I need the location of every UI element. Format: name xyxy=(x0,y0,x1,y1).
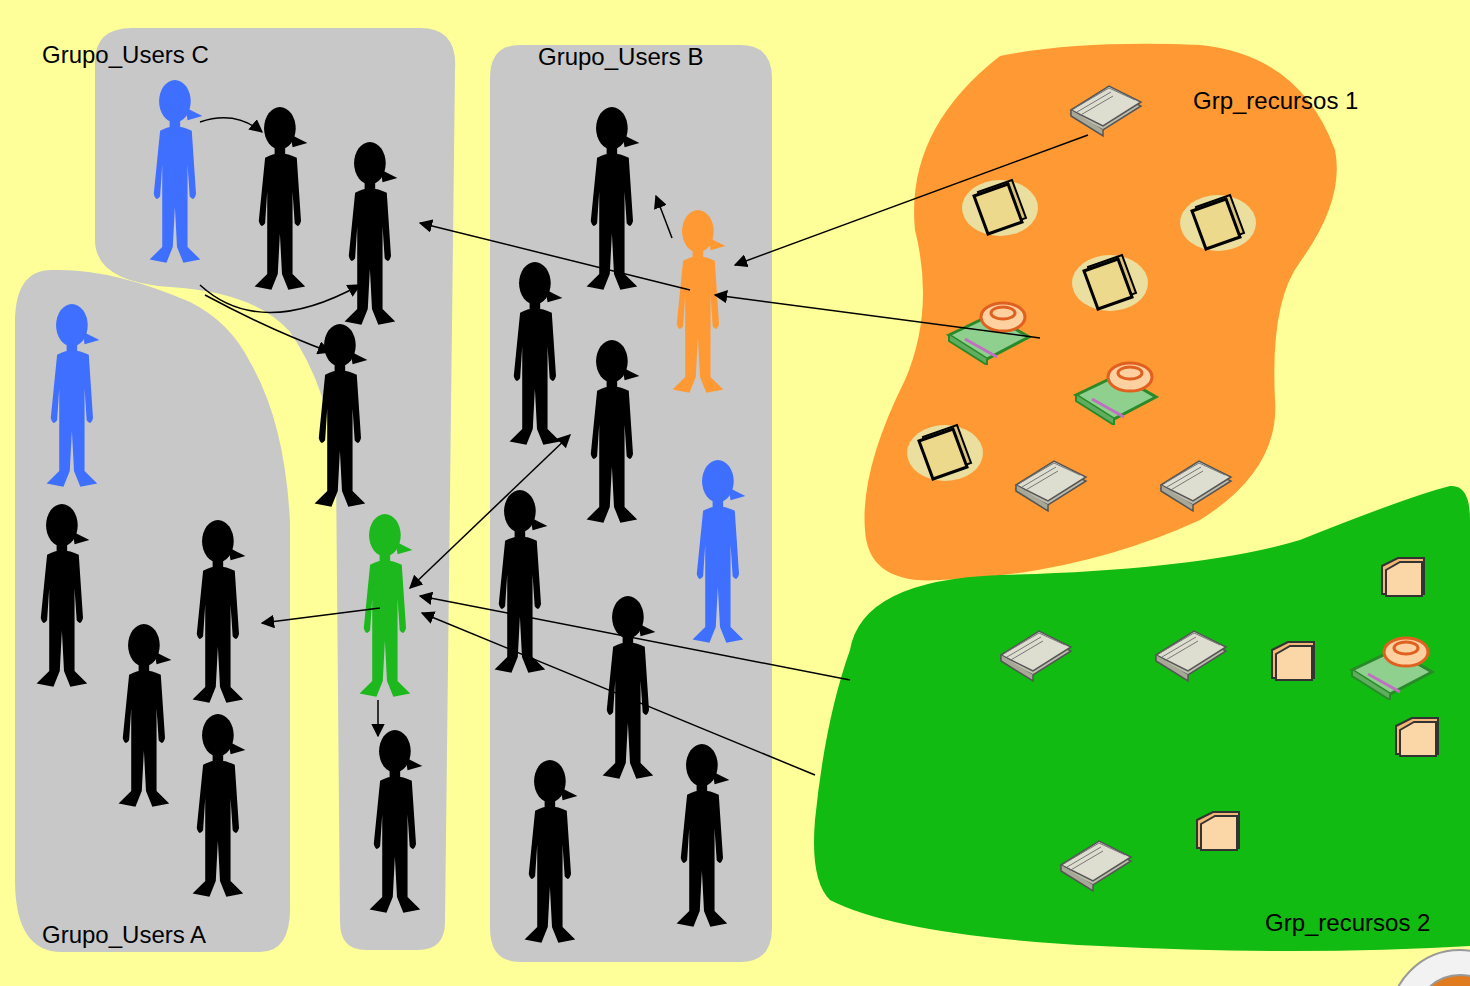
group-label: Grupo_Users A xyxy=(42,920,206,950)
access-arrow xyxy=(420,596,850,680)
group-label: Grp_recursos 1 xyxy=(1193,86,1358,116)
delegation-arrow xyxy=(377,700,379,736)
user-group: Grupo_Users B xyxy=(488,40,773,965)
seal-logo xyxy=(1390,950,1470,986)
group-shape xyxy=(490,45,772,962)
person-figure xyxy=(510,262,563,445)
group-outline xyxy=(10,268,305,958)
person-figure xyxy=(360,514,413,697)
person-figure xyxy=(345,142,398,325)
file-stack xyxy=(1161,461,1231,511)
folder-icon xyxy=(1272,642,1314,680)
user-group: Grupo_Users A xyxy=(10,268,305,958)
person-figure xyxy=(150,80,203,263)
delegation-arrow xyxy=(656,196,672,238)
delegation-arrow xyxy=(200,118,262,132)
delegation-arrow xyxy=(200,285,360,313)
access-arrow xyxy=(715,295,1040,338)
group-label: Grupo_Users B xyxy=(538,42,703,72)
access-arrow xyxy=(422,613,815,775)
person-figure xyxy=(37,504,90,687)
person-figure xyxy=(255,107,308,290)
access-arrow xyxy=(735,135,1088,265)
person-figure xyxy=(119,624,172,807)
group-outline xyxy=(812,482,1470,956)
delegation-arrow xyxy=(205,295,330,352)
file-stack xyxy=(1071,86,1141,136)
person-figure xyxy=(677,744,730,927)
person-figure xyxy=(603,596,656,779)
access-arrow xyxy=(420,223,690,290)
seal-logo xyxy=(1415,975,1470,986)
folder-icon xyxy=(1396,718,1438,756)
folder-icon xyxy=(907,425,983,481)
folder-icon xyxy=(1072,255,1148,311)
person-figure xyxy=(193,520,246,703)
file-stack xyxy=(1016,461,1086,511)
group-shape xyxy=(865,44,1337,581)
person-figure xyxy=(370,730,423,913)
group-label: Grupo_Users C xyxy=(42,40,209,70)
group-outline xyxy=(488,40,773,965)
file-stack xyxy=(1001,631,1071,681)
person-figure xyxy=(673,210,726,393)
file-stack xyxy=(1061,841,1131,891)
folder-icon xyxy=(962,180,1038,236)
database-book xyxy=(1352,638,1432,700)
file-stack xyxy=(1156,631,1226,681)
group-shape xyxy=(15,270,290,952)
person-figure xyxy=(693,460,746,643)
group-label: Grp_recursos 2 xyxy=(1265,908,1430,938)
folder-icon xyxy=(1197,812,1239,850)
database-book xyxy=(1076,363,1156,425)
resource-group: Grp_recursos 2 xyxy=(812,482,1470,956)
folder-icon xyxy=(1382,558,1424,596)
person-figure xyxy=(525,760,578,943)
group-shape xyxy=(814,486,1470,951)
person-figure xyxy=(587,107,640,290)
person-figure xyxy=(193,714,246,897)
database-book xyxy=(949,303,1029,365)
person-figure xyxy=(495,490,548,673)
resource-group: Grp_recursos 1 xyxy=(860,40,1345,585)
person-figure xyxy=(315,324,368,507)
folder-icon xyxy=(1180,195,1256,251)
access-arrow xyxy=(262,608,380,623)
group-outline xyxy=(860,40,1345,585)
access-arrow xyxy=(410,435,570,588)
person-figure xyxy=(587,340,640,523)
person-figure xyxy=(47,304,100,487)
